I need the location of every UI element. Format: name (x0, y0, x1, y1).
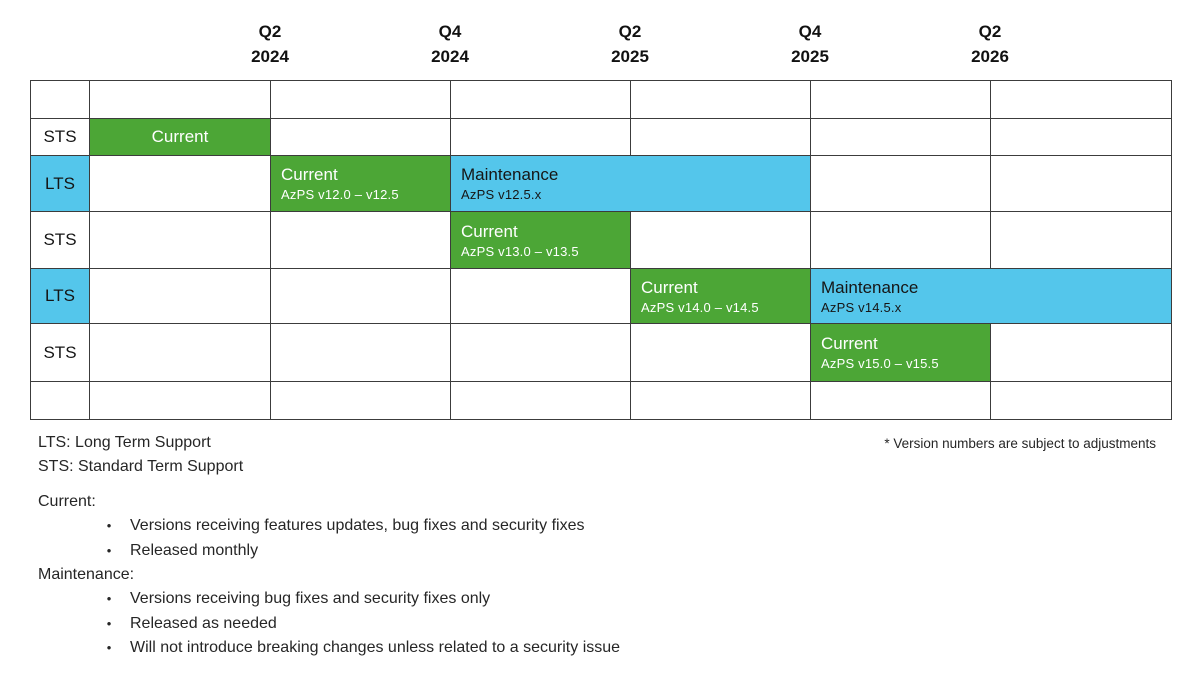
list-item: • Versions receiving features updates, b… (38, 514, 620, 539)
bullet-icon: • (106, 640, 112, 656)
timeline-cell (991, 119, 1171, 156)
version-adjustment-note: * Version numbers are subject to adjustm… (884, 436, 1156, 451)
timeline-cell (811, 119, 991, 156)
timeline-cell (451, 324, 631, 382)
year: 2024 (431, 47, 469, 66)
row-label-lts-1: LTS (31, 156, 90, 212)
timeline-cell (271, 324, 451, 382)
bar-current-v12: Current AzPS v12.0 – v12.5 (271, 156, 451, 212)
current-heading: Current: (38, 493, 96, 510)
bar-title: Current (821, 334, 878, 353)
legend: LTS: Long Term Support STS: Standard Ter… (38, 431, 620, 661)
timeline-cell (991, 212, 1171, 269)
timeline-cell (271, 81, 451, 119)
timeline-cell (90, 81, 271, 119)
sts-definition: STS: Standard Term Support (38, 458, 244, 475)
bullet-icon: • (106, 615, 112, 631)
quarter: Q2 (618, 22, 642, 41)
quarter-label-q2-2024: Q2 2024 (225, 19, 315, 69)
legend-item-text: Versions receiving bug fixes and securit… (130, 590, 491, 608)
year: 2025 (611, 47, 649, 66)
bullet-icon: • (106, 591, 112, 607)
timeline-cell (991, 324, 1171, 382)
timeline-cell (451, 119, 631, 156)
bar-subtitle: AzPS v15.0 – v15.5 (821, 356, 939, 371)
bar-title: Maintenance (461, 165, 559, 184)
legend-item-text: Released as needed (130, 614, 277, 632)
list-item: • Will not introduce breaking changes un… (38, 636, 620, 661)
timeline-cell (631, 382, 811, 419)
bar-current-v15: Current AzPS v15.0 – v15.5 (811, 324, 991, 382)
timeline-cell (991, 382, 1171, 419)
quarter-label-q4-2024: Q4 2024 (405, 19, 495, 69)
quarter: Q4 (438, 22, 462, 41)
bar-current-pre-v12: Current (90, 119, 271, 156)
bullet-icon: • (106, 518, 112, 533)
timeline-cell (451, 382, 631, 419)
timeline-cell (451, 269, 631, 324)
year: 2025 (791, 47, 829, 66)
timeline-cell (811, 81, 991, 119)
quarter: Q4 (798, 22, 822, 41)
bar-subtitle: AzPS v14.5.x (821, 299, 902, 315)
timeline-cell (811, 382, 991, 419)
bar-title: Current (151, 127, 209, 146)
timeline-cell (631, 212, 811, 269)
timeline-cell (90, 269, 271, 324)
quarter-label-q2-2026: Q2 2026 (945, 19, 1035, 69)
timeline-cell (90, 156, 271, 212)
bar-title: Current (641, 277, 698, 297)
timeline-cell (90, 324, 271, 382)
timeline-cell (451, 81, 631, 119)
list-item: • Released as needed (38, 612, 620, 637)
legend-item-text: Will not introduce breaking changes unle… (130, 639, 621, 657)
bar-current-v13: Current AzPS v13.0 – v13.5 (451, 212, 631, 269)
bar-current-v14: Current AzPS v14.0 – v14.5 (631, 269, 811, 324)
quarter-label-q4-2025: Q4 2025 (765, 19, 855, 69)
year: 2024 (251, 47, 289, 66)
timeline-cell (991, 156, 1171, 212)
row-label-sts-3: STS (31, 324, 90, 382)
row-label-sts-2: STS (31, 212, 90, 269)
bar-subtitle: AzPS v13.0 – v13.5 (461, 243, 579, 259)
timeline-cell (90, 382, 271, 419)
timeline-cell (271, 269, 451, 324)
legend-item-text: Released monthly (130, 541, 259, 559)
bar-subtitle: AzPS v12.5.x (461, 187, 542, 202)
year: 2026 (971, 47, 1009, 66)
timeline-cell (631, 81, 811, 119)
legend-item-text: Versions receiving features updates, bug… (130, 517, 585, 534)
list-item: • Released monthly (38, 539, 620, 564)
timeline-cell (271, 212, 451, 269)
bar-title: Maintenance (821, 277, 919, 297)
timeline-cell (271, 382, 451, 419)
bar-subtitle: AzPS v14.0 – v14.5 (641, 299, 759, 315)
quarter: Q2 (258, 22, 282, 41)
bar-maintenance-v14-5: Maintenance AzPS v14.5.x (811, 269, 1171, 324)
bar-subtitle: AzPS v12.0 – v12.5 (281, 187, 399, 202)
timeline-cell (31, 81, 90, 119)
bullet-icon: • (106, 542, 112, 558)
timeline-cell (991, 81, 1171, 119)
bar-title: Current (461, 221, 518, 241)
quarter: Q2 (978, 22, 1002, 41)
timeline-cell (31, 382, 90, 419)
timeline-cell (811, 212, 991, 269)
bar-maintenance-v12-5: Maintenance AzPS v12.5.x (451, 156, 811, 212)
bar-title: Current (281, 165, 338, 184)
row-label-sts-1: STS (31, 119, 90, 156)
timeline-cell (271, 119, 451, 156)
timeline-cell (631, 324, 811, 382)
timeline-cell (631, 119, 811, 156)
list-item: • Versions receiving bug fixes and secur… (38, 587, 620, 612)
timeline-cell (90, 212, 271, 269)
maintenance-heading: Maintenance: (38, 566, 135, 584)
timeline-cell (811, 156, 991, 212)
timeline-grid: STS Current LTS Current AzPS v12.0 – v12… (30, 80, 1172, 420)
lts-definition: LTS: Long Term Support (38, 434, 211, 451)
quarter-label-q2-2025: Q2 2025 (585, 19, 675, 69)
row-label-lts-2: LTS (31, 269, 90, 324)
